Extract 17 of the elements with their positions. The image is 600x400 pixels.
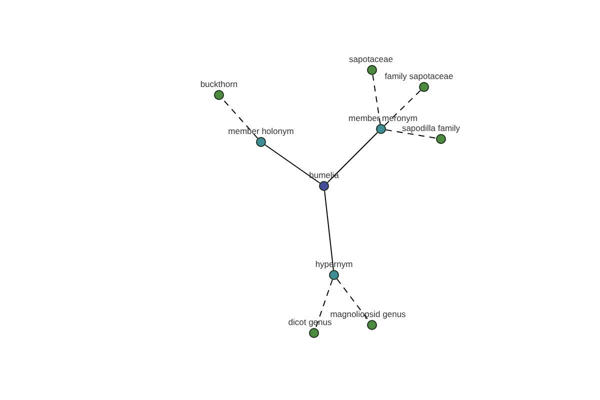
connector-line <box>324 190 334 271</box>
dashed-line <box>372 74 381 125</box>
connector-line <box>327 132 378 183</box>
dashed-line <box>385 129 437 139</box>
connector-line <box>264 144 320 184</box>
dashed-line <box>384 90 421 126</box>
node-label: member meronym <box>348 113 418 123</box>
node-label: sapodilla family <box>402 123 460 133</box>
node-label: dicot genus <box>288 317 332 327</box>
node-label: sapotaceae <box>349 54 393 64</box>
dashed-line <box>222 98 258 139</box>
node-label: buckthorn <box>200 79 238 89</box>
dashed-line <box>336 278 370 322</box>
node-label: member holonym <box>228 126 294 136</box>
node-label: magnoliopsid genus <box>330 309 406 319</box>
node-label: family sapotaceae <box>384 71 454 81</box>
dashed-line <box>315 279 333 329</box>
